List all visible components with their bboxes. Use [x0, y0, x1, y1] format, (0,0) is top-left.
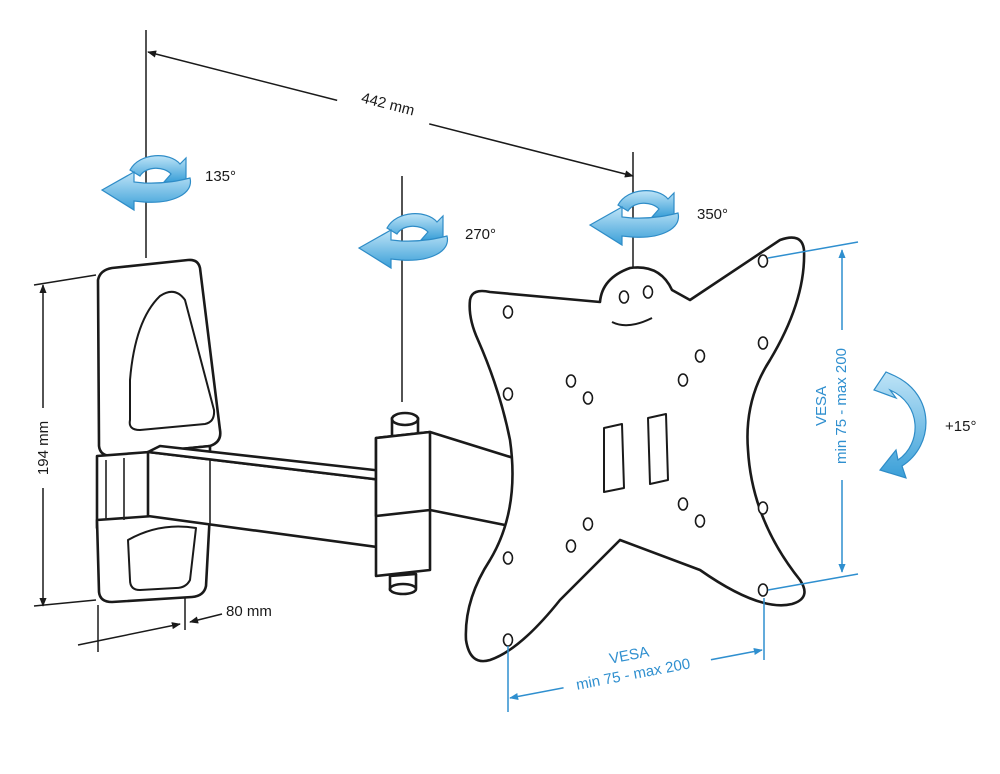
vesa-h-label-bg	[556, 624, 714, 700]
height-extension-bottom	[33, 599, 97, 607]
depth-label: 80 mm	[226, 603, 272, 620]
vesa-vertical-range: min 75 - max 200	[833, 348, 850, 464]
plate-rotation-icon	[589, 190, 680, 246]
arm-rotation-label: 270°	[465, 226, 496, 243]
arm-joint	[374, 411, 522, 596]
height-label: 194 mm	[35, 421, 52, 475]
vesa-v-label-bg	[810, 330, 858, 480]
tilt-label: +15°	[945, 418, 976, 435]
wall-rotation-label: 135°	[205, 168, 236, 185]
reach-label-bg	[336, 78, 435, 128]
height-label-bg	[30, 408, 56, 488]
swing-arm	[146, 444, 394, 550]
vesa-vertical-label: VESA	[813, 386, 830, 426]
height-extension-top	[33, 274, 97, 286]
wall-bracket	[95, 258, 222, 604]
vesa-v-extension-top	[767, 241, 859, 259]
vesa-v-extension-bottom	[767, 573, 859, 591]
depth-dimension-line	[77, 622, 181, 646]
plate-rotation-label: 350°	[697, 206, 728, 223]
tilt-arrow-icon	[873, 371, 927, 479]
vesa-plate	[464, 236, 806, 663]
arm-rotation-icon	[358, 213, 449, 269]
wall-rotation-icon	[101, 155, 192, 211]
depth-dimension-arrow-right	[189, 613, 223, 624]
